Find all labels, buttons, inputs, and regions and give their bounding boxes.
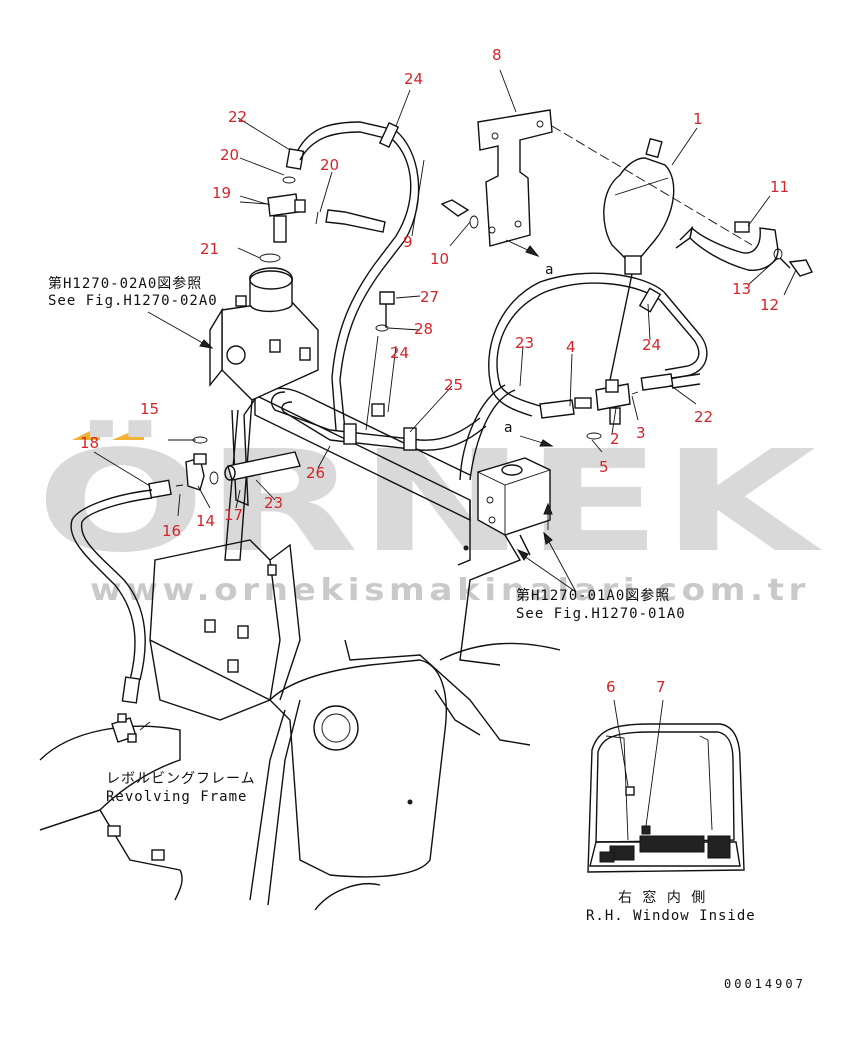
callout-15: 15	[140, 400, 159, 418]
callout-5: 5	[599, 458, 609, 476]
tee-fitting-19	[239, 193, 306, 243]
callout-25: 25	[444, 376, 463, 394]
ref-01A0-en: See Fig.H1270-01A0	[516, 606, 686, 622]
frame-strip	[224, 399, 253, 561]
callout-11: 11	[770, 178, 789, 196]
arrows	[505, 239, 577, 593]
cab-inset	[587, 699, 745, 873]
pipe-25	[329, 403, 487, 451]
bolts	[365, 199, 813, 431]
ref-01A0-jp: 第H1270-01A0図参照	[516, 587, 670, 604]
watermark-accent-right	[112, 426, 144, 440]
hose-18	[70, 479, 184, 743]
hose-upper	[285, 121, 420, 431]
callout-17: 17	[224, 506, 243, 524]
callout-24b: 24	[390, 344, 409, 362]
callout-6: 6	[606, 678, 616, 696]
callout-16: 16	[162, 522, 181, 540]
callout-23b: 23	[515, 334, 534, 352]
marker-a-2: a	[504, 420, 513, 436]
valve-block	[209, 267, 319, 401]
callout-18: 18	[80, 434, 99, 452]
callout-22a: 22	[228, 108, 247, 126]
callout-27: 27	[420, 288, 439, 306]
callout-3: 3	[636, 424, 646, 442]
label-window-jp: 右 窓 内 側	[618, 889, 706, 906]
callout-20b: 20	[320, 156, 339, 174]
leader-lines	[93, 69, 797, 731]
callout-21: 21	[200, 240, 219, 258]
connector-20	[259, 176, 386, 263]
manifold-block	[459, 457, 551, 666]
callout-1: 1	[693, 110, 703, 128]
callout-22b: 22	[694, 408, 713, 426]
hose-22-right	[640, 373, 701, 391]
callout-4: 4	[566, 338, 576, 356]
callout-13: 13	[732, 280, 751, 298]
label-frame-en: Revolving Frame	[106, 789, 247, 805]
revolving-frame-drawing	[39, 539, 561, 911]
callout-28: 28	[414, 320, 433, 338]
callout-24c: 24	[642, 336, 661, 354]
drawing-code: 00014907	[724, 977, 806, 991]
callout-numbers: 1 2 3 4 5 6 7 8 9 10 11 12 13 14 15 16 1…	[80, 46, 789, 696]
watermark-url: www.ornekismakinalari.com.tr	[90, 573, 810, 608]
reference-notes: 第H1270-02A0図参照 See Fig.H1270-02A0 第H1270…	[48, 262, 806, 991]
callout-23a: 23	[264, 494, 283, 512]
ref-02A0-en: See Fig.H1270-02A0	[48, 293, 218, 309]
label-window-en: R.H. Window Inside	[586, 908, 756, 924]
bracket-plate	[477, 109, 753, 247]
hose-lower	[224, 391, 331, 481]
callout-26: 26	[306, 464, 325, 482]
callout-10: 10	[430, 250, 449, 268]
watermark-accent-left	[72, 426, 100, 440]
callout-8: 8	[492, 46, 502, 64]
line-art	[39, 69, 813, 911]
callout-14: 14	[196, 512, 215, 530]
clamp-band	[675, 221, 779, 271]
callout-19: 19	[212, 184, 231, 202]
accumulator	[603, 137, 675, 381]
watermark-brand: ÖRNEK	[36, 419, 822, 584]
ref-02A0-jp: 第H1270-02A0図参照	[48, 275, 202, 292]
label-frame-jp: レボルビングフレーム	[106, 771, 256, 787]
callout-2: 2	[610, 430, 620, 448]
callout-12: 12	[760, 296, 779, 314]
callout-7: 7	[656, 678, 666, 696]
watermark: ÖRNEK www.ornekismakinalari.com.tr	[36, 419, 822, 608]
elbow-14	[185, 436, 219, 491]
marker-a: a	[545, 262, 554, 278]
callout-24a: 24	[404, 70, 423, 88]
callout-20a: 20	[220, 146, 239, 164]
callout-9: 9	[403, 233, 413, 251]
